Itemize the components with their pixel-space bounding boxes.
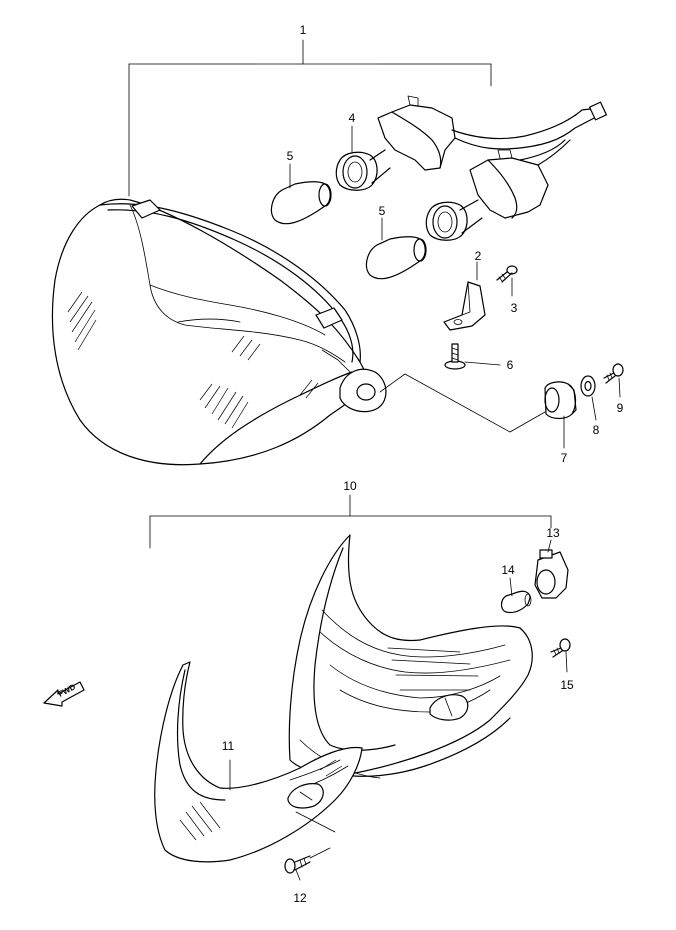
cover-group-bracket	[149, 494, 552, 549]
callout-13: 13	[546, 526, 560, 540]
grommet-7	[544, 381, 577, 420]
bulb-5-lower	[365, 236, 427, 280]
callout-12: 12	[293, 891, 307, 905]
callout-10: 10	[343, 479, 357, 493]
callout-14: 14	[501, 563, 515, 577]
washer-8	[580, 375, 596, 397]
callout-5-lower: 5	[379, 204, 386, 218]
screw-3	[496, 265, 518, 283]
callout-9: 9	[617, 401, 624, 415]
callout-8: 8	[593, 423, 600, 437]
screw-15	[550, 638, 571, 658]
lens-11	[154, 661, 363, 863]
headlamp-group-bracket	[128, 39, 492, 197]
fwd-arrow-icon: FWD	[43, 681, 85, 707]
screw-6	[444, 343, 466, 370]
callout-5-upper: 5	[287, 149, 294, 163]
screw-9	[603, 363, 624, 384]
leader-lines-cover	[229, 539, 568, 881]
callout-15: 15	[560, 678, 574, 692]
bulb-socket-harness	[335, 95, 607, 241]
bracket-2	[443, 281, 486, 331]
bulb-5-upper	[270, 181, 332, 225]
lens-assembly-10	[288, 534, 533, 779]
socket-13	[534, 549, 569, 599]
callout-11: 11	[222, 739, 235, 753]
callout-2: 2	[475, 249, 482, 263]
callout-6: 6	[507, 358, 514, 372]
leader-lines-headlamp	[289, 125, 621, 449]
headlamp-housing	[51, 198, 387, 466]
callout-labels: 1 2 3 4 5 5 6 7 8 9 10 11 12 13 14 15	[222, 23, 624, 905]
callout-7: 7	[561, 451, 568, 465]
callout-4: 4	[349, 111, 356, 125]
callout-3: 3	[511, 301, 518, 315]
bulb-14	[500, 590, 532, 614]
callout-1: 1	[300, 23, 307, 37]
screw-12	[284, 855, 311, 874]
